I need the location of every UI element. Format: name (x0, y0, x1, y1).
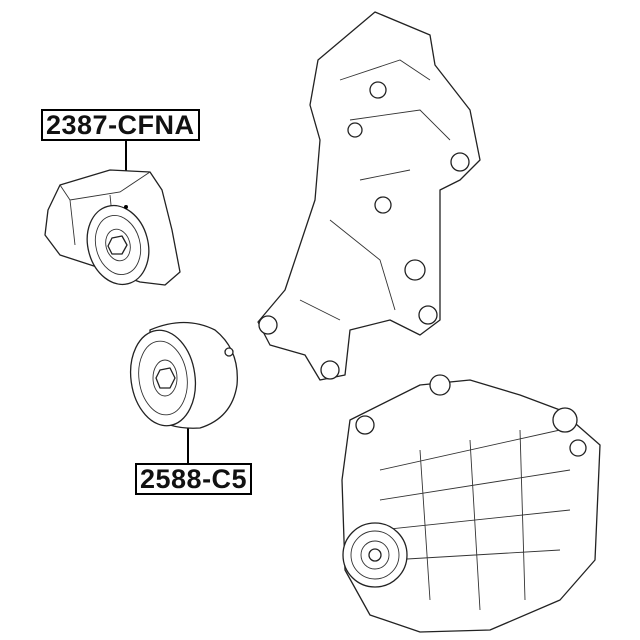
alternator-drawing (341, 374, 601, 633)
mounting-bracket-drawing (257, 11, 481, 381)
idler-pulley-drawing (129, 321, 238, 429)
belt-tensioner-drawing (44, 169, 181, 286)
part-number-label-tensioner: 2387-CFNA (41, 109, 200, 141)
part-number-label-idler-pulley: 2588-C5 (135, 463, 253, 495)
